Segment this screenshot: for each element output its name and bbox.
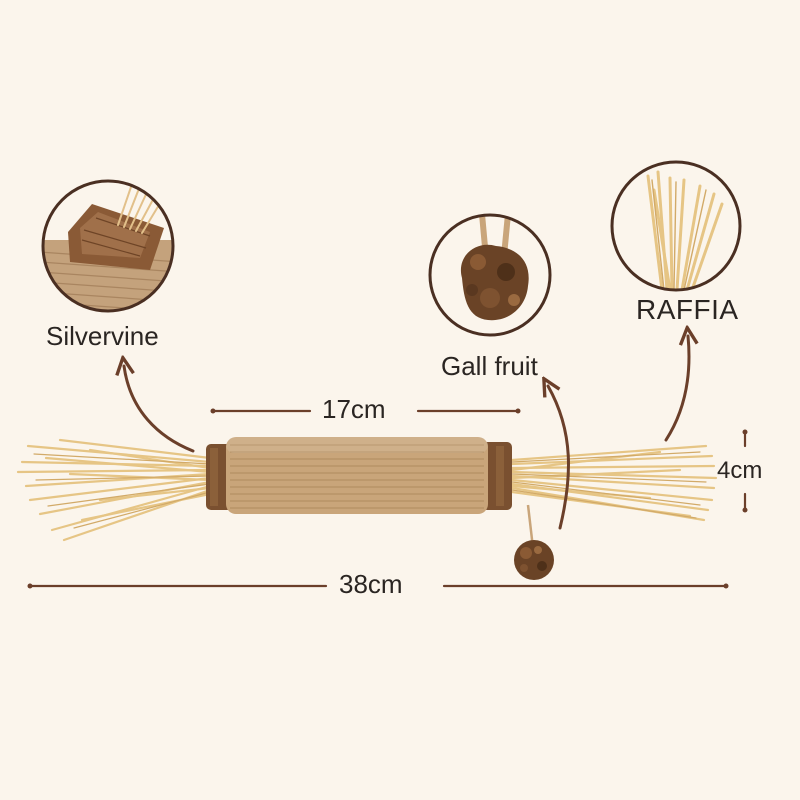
total-length-label: 38cm	[335, 571, 407, 597]
dimension-17cm	[210, 408, 521, 414]
diameter-label: 4cm	[717, 457, 763, 484]
gall-fruit-closeup-icon	[428, 213, 552, 337]
jute-wrap	[226, 437, 488, 514]
cat-toy-stick	[16, 437, 718, 580]
gall-fruit-ball	[514, 540, 554, 580]
core-length-label: 17cm	[318, 396, 390, 422]
dimension-4cm	[742, 429, 748, 513]
raffia-closeup-icon	[610, 160, 742, 292]
arrow-to-raffia	[664, 336, 689, 442]
dimension-38cm	[27, 583, 729, 589]
arrow-to-silvervine	[124, 366, 195, 453]
raffia-label: RAFFIA	[636, 294, 739, 325]
arrow-to-gall-fruit	[548, 386, 570, 530]
silvervine-closeup-icon	[41, 179, 175, 313]
silvervine-label: Silvervine	[46, 321, 159, 351]
gall-fruit-label: Gall fruit	[441, 351, 538, 381]
